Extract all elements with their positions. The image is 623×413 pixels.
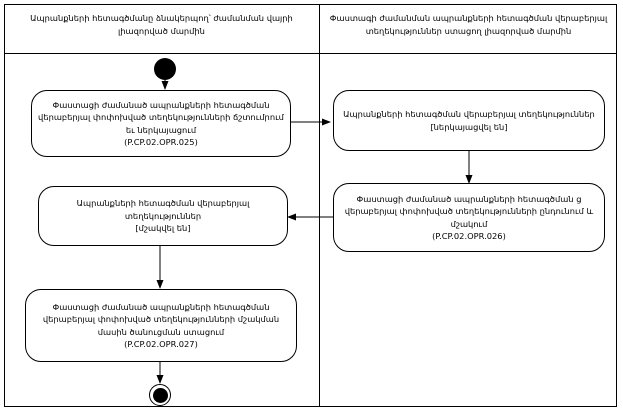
activity-node-opr-025-label: Փաստացի ժամանած ապրանքների հետագծման վեր… [38,99,284,147]
swimlane-title-right: Փաստագի ժամանման ապրանքների հետագծման վե… [329,13,608,36]
activity-node-opr-027[interactable]: Փաստացի ժամանած ապրանքների հետագծման վեր… [25,289,297,362]
swimlane-vertical-divider [319,4,320,407]
end-node-center [152,387,168,403]
activity-node-opr-026[interactable]: Փաստացի ժամանած ապրանքների հետագծման ց վ… [333,183,605,252]
object-node-tracking-info-submitted-label: Ապրանքների հետագծման վերաբերյալ տեղեկութ… [343,109,595,132]
activity-node-opr-025[interactable]: Փաստացի ժամանած ապրանքների հետագծման վեր… [31,90,291,157]
object-node-tracking-info-submitted[interactable]: Ապրանքների հետագծման վերաբերյալ տեղեկութ… [333,90,605,151]
start-node [154,58,176,80]
diagram-frame [4,4,617,407]
swimlane-header-divider-right [320,53,617,54]
activity-node-opr-027-label: Փաստացի ժամանած ապրանքների հետագծման վեր… [42,301,280,349]
activity-node-opr-026-label: Փաստացի ժամանած ապրանքների հետագծման ց վ… [344,193,594,241]
object-node-tracking-info-processed[interactable]: Ապրանքների հետագծման վերաբերյալ տեղեկութ… [38,186,288,246]
object-node-tracking-info-processed-label: Ապրանքների հետագծման վերաբերյալ տեղեկութ… [76,198,250,234]
swimlane-header-divider-left [4,53,319,54]
swimlane-title-left: Ապրանքների հետագծմանը ձնակերպող՝ ժամանմա… [30,13,293,36]
